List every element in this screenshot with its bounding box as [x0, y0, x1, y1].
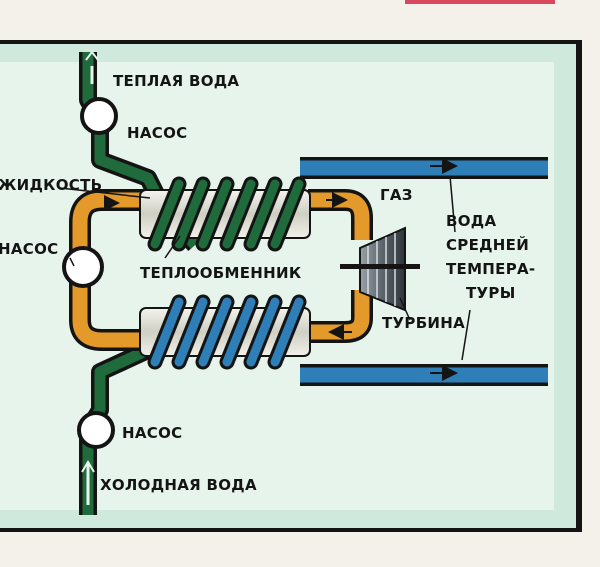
upper-coil-turn	[222, 179, 256, 249]
label-fluid: ЖИДКОСТЬ	[0, 176, 102, 194]
upper-coil-turn	[198, 179, 232, 249]
label-pump-top: НАСОС	[127, 124, 187, 142]
lower-coil-turn	[150, 297, 184, 367]
mid-water-pipes	[300, 157, 548, 386]
upper-coil-turn	[246, 179, 280, 249]
upper-coil-turn	[150, 179, 184, 249]
lower-coil-turns	[147, 294, 307, 370]
upper-coil-turns	[147, 176, 307, 252]
lower-coil-turn	[270, 297, 304, 367]
pump-bottom	[77, 411, 115, 449]
label-pump-bottom: НАСОС	[122, 424, 182, 442]
leader-lines	[59, 175, 471, 361]
label-mid-water-4: ТУРЫ	[466, 284, 516, 302]
upper-coil-turn	[270, 179, 304, 249]
pump-top	[80, 97, 118, 135]
upper-coil-turn	[174, 179, 208, 249]
pump-left	[62, 246, 104, 288]
label-mid-water-2: СРЕДНЕЙ	[446, 235, 529, 254]
label-cold-water: ХОЛОДНАЯ ВОДА	[100, 476, 257, 494]
label-heat-exchanger: ТЕПЛООБМЕННИК	[140, 264, 302, 282]
label-turbine: ТУРБИНА	[382, 314, 465, 332]
lower-coil-turn	[198, 297, 232, 367]
label-mid-water-3: ТЕМПЕРА-	[446, 260, 535, 278]
label-mid-water-1: ВОДА	[446, 212, 496, 230]
lower-heat-exchanger	[139, 294, 311, 370]
label-gas: ГАЗ	[380, 186, 413, 204]
upper-heat-exchanger	[139, 176, 311, 252]
lower-coil-turn	[174, 297, 208, 367]
lower-coil-turn	[246, 297, 280, 367]
top-accent-strip	[405, 0, 555, 4]
label-warm-water: ТЕПЛАЯ ВОДА	[113, 72, 239, 90]
label-pump-left: НАСОС	[0, 240, 58, 258]
lower-coil-turn	[222, 297, 256, 367]
